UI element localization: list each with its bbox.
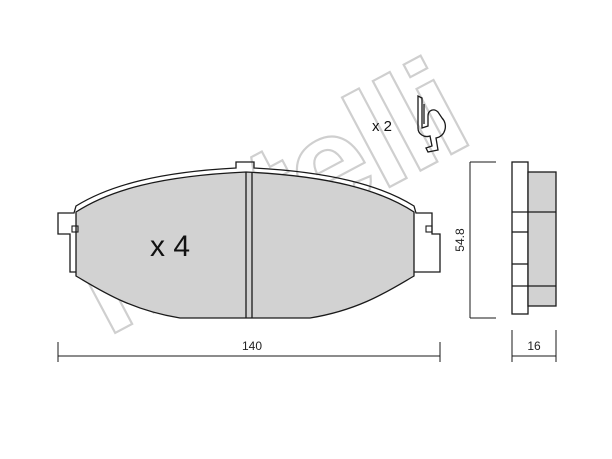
- thickness-dimension-label: 16: [527, 339, 541, 353]
- height-dimension-label: 54.8: [453, 228, 467, 252]
- pad-left-tab: [71, 225, 79, 233]
- height-dimension: [469, 161, 496, 319]
- pad-side-view: [511, 161, 557, 315]
- pad-quantity-label: x 4: [150, 230, 190, 263]
- pad-friction-material: [75, 171, 415, 319]
- clip-quantity-label: x 2: [372, 118, 392, 135]
- width-dimension: [57, 342, 441, 362]
- pad-backing-plate: [57, 161, 441, 273]
- thickness-dimension: [511, 330, 557, 362]
- width-dimension-label: 140: [242, 339, 262, 353]
- spring-clip-icon: [417, 94, 447, 153]
- pad-right-tab: [425, 225, 433, 233]
